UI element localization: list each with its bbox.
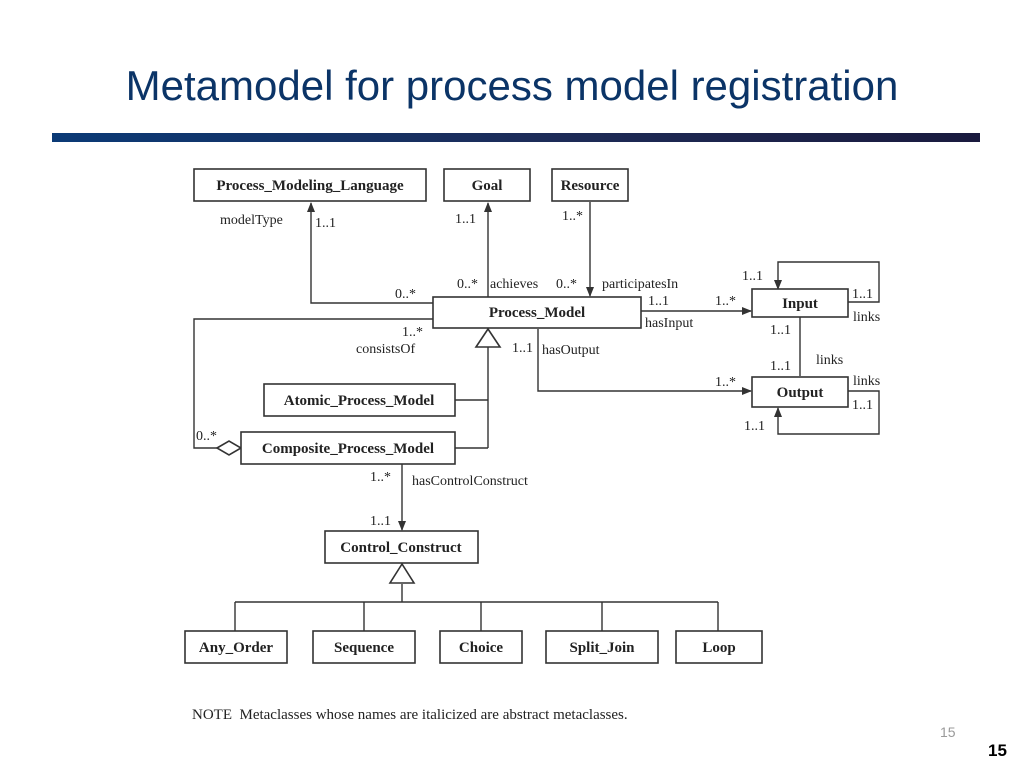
mult-output: 1..* [715,375,736,390]
mult-input-output-bottom: 1..1 [770,359,791,374]
class-loop-name: Loop [702,640,735,656]
slide-number-placeholder: 15 [940,724,956,740]
mult-input: 1..* [715,294,736,309]
mult-pml: 1..1 [315,216,336,231]
class-atomic-process-model: Atomic_Process_Model [263,383,456,417]
class-process-model-name: Process_Model [489,305,585,321]
label-has-control-construct: hasControlConstruct [412,474,528,489]
class-input-name: Input [782,296,818,312]
class-process-model: Process_Model [432,296,642,329]
mult-pm-goal: 0..* [457,277,478,292]
label-io-links: links [816,353,843,368]
mult-composite: 0..* [196,429,217,444]
title-divider [52,133,980,142]
class-goal-name: Goal [472,178,503,194]
label-has-input: hasInput [645,316,693,331]
class-control-construct: Control_Construct [324,530,479,564]
mult-pm-output: 1..1 [512,341,533,356]
label-input-links: links [853,310,880,325]
class-process-modeling-language: Process_Modeling_Language [193,168,427,202]
class-split-join: Split_Join [545,630,659,664]
mult-cc: 1..1 [370,514,391,529]
assoc-modeltype-line [307,202,433,304]
mult-pm-resource: 0..* [556,277,577,292]
label-participates-in: participatesIn [602,277,678,292]
mult-input-self-right: 1..1 [852,287,873,302]
label-output-links: links [853,374,880,389]
mult-goal: 1..1 [455,212,476,227]
class-loop: Loop [675,630,763,664]
mult-consists-of: 1..* [402,325,423,340]
mult-pm-pml: 0..* [395,287,416,302]
generalization-triangle-control-construct [388,562,416,584]
assoc-hasoutput-line [537,329,752,395]
class-sequence: Sequence [312,630,416,664]
class-any-order-name: Any_Order [199,640,274,656]
class-sequence-name: Sequence [334,640,394,656]
label-achieves: achieves [490,277,538,292]
output-self-link [774,390,880,435]
class-split-join-name: Split_Join [569,640,635,656]
slide-number: 15 [988,741,1007,760]
mult-output-self-bottom: 1..1 [744,419,765,434]
mult-cpm-cc: 1..* [370,470,391,485]
class-any-order: Any_Order [184,630,288,664]
generalization-triangle-process-model [474,327,502,348]
label-model-type: modelType [220,213,283,228]
input-self-link [774,261,880,303]
diagram-note: NOTE Metaclasses whose names are italici… [192,707,628,723]
label-consists-of: consistsOf [356,342,415,357]
class-output-name: Output [777,385,824,401]
mult-output-self-right: 1..1 [852,398,873,413]
class-composite-process-model-name: Composite_Process_Model [262,441,434,457]
class-resource-name: Resource [561,178,620,194]
class-atomic-process-model-name: Atomic_Process_Model [284,393,435,409]
class-output: Output [751,376,849,408]
class-resource: Resource [551,168,629,202]
class-choice: Choice [439,630,523,664]
mult-input-self: 1..1 [742,269,763,284]
class-process-modeling-language-name: Process_Modeling_Language [216,178,404,194]
class-composite-process-model: Composite_Process_Model [240,431,456,465]
class-input: Input [751,288,849,318]
aggregation-diamond [215,440,243,456]
class-control-construct-name: Control_Construct [340,540,461,556]
class-choice-name: Choice [459,640,504,656]
class-goal: Goal [443,168,531,202]
label-has-output: hasOutput [542,343,600,358]
mult-resource: 1..* [562,209,583,224]
aggregation-consistsof-line [193,318,433,449]
slide-title: Metamodel for process model registration [125,62,899,109]
mult-input-output-top: 1..1 [770,323,791,338]
mult-pm-input: 1..1 [648,294,669,309]
